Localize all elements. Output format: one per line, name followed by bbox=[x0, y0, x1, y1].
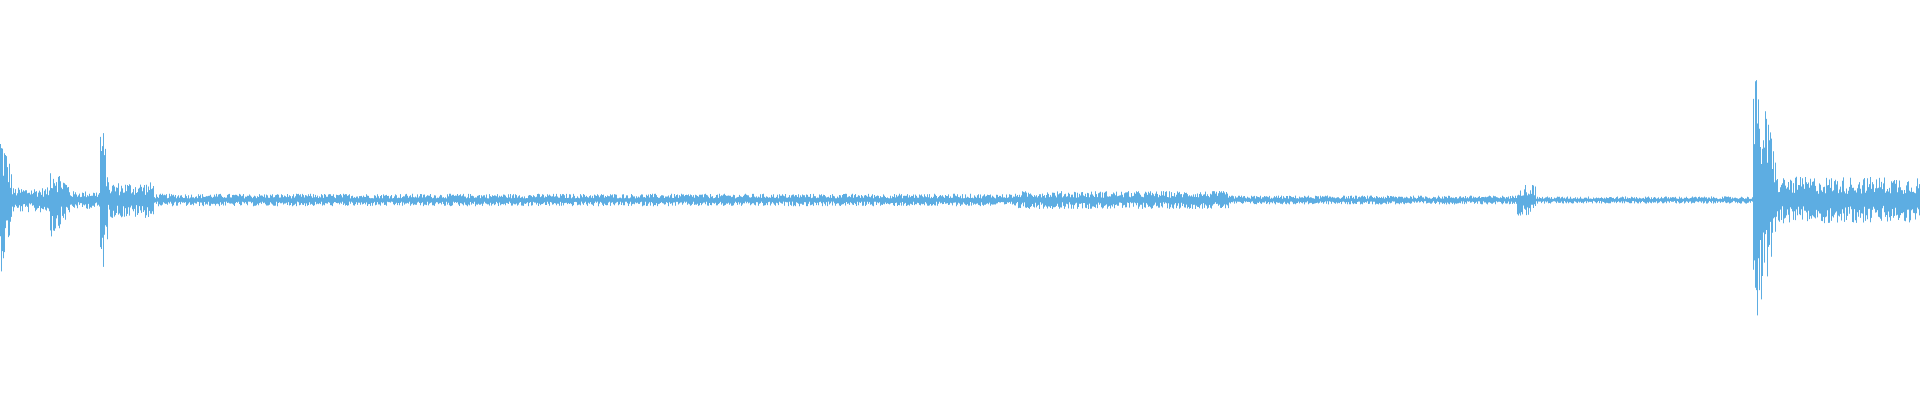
waveform-bars bbox=[0, 80, 1920, 316]
waveform-path bbox=[0, 80, 1920, 316]
